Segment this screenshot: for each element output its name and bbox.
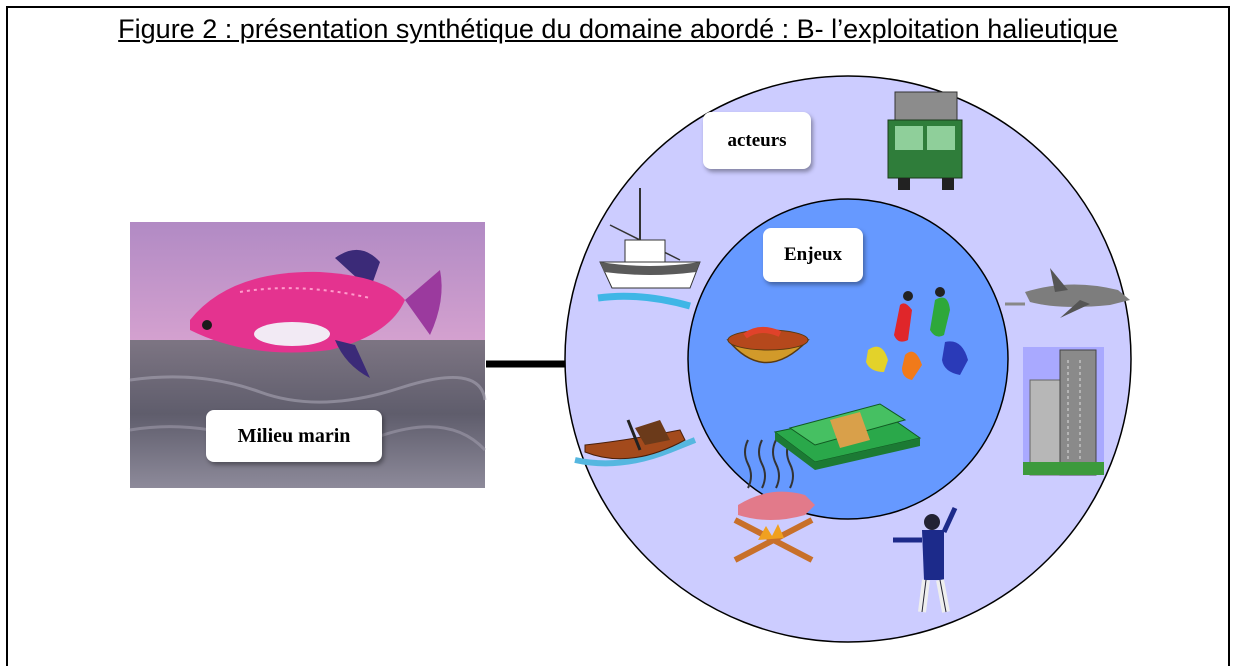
canoe-icon <box>574 419 697 467</box>
figure-frame <box>6 6 1230 666</box>
grilled-fish-icon <box>733 439 815 563</box>
fish-bowl-icon <box>726 327 810 364</box>
officer-icon <box>893 506 958 613</box>
figure-caption: Figure 2 : présentation synthétique du d… <box>118 14 1118 44</box>
fish-icon <box>190 249 442 378</box>
buildings-icon <box>1023 347 1104 476</box>
milieu-marin-label: Milieu marin <box>206 410 382 462</box>
truck-icon <box>887 91 963 190</box>
people-dispute-icon <box>866 287 968 380</box>
diagram-canvas <box>129 75 1132 643</box>
acteurs-label: acteurs <box>703 112 811 169</box>
money-stack-icon <box>773 403 922 470</box>
airplane-icon <box>1005 268 1130 318</box>
trawler-icon <box>597 188 701 310</box>
enjeux-label: Enjeux <box>763 228 863 282</box>
